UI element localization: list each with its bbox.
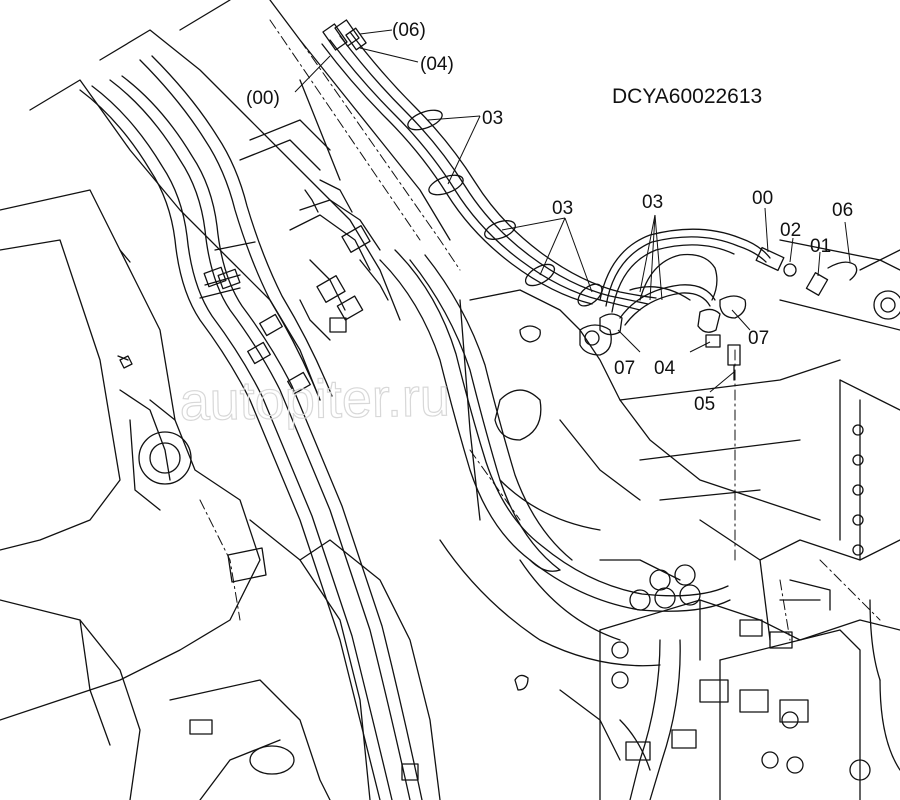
callout-01: 01 xyxy=(810,236,831,257)
callout-03-mid: 03 xyxy=(552,198,573,219)
tank-body xyxy=(439,289,841,667)
leader-lines xyxy=(294,29,851,393)
callout-06-paren: (06) xyxy=(392,20,426,41)
boom-hoses xyxy=(79,55,731,800)
callout-03-right: 03 xyxy=(642,192,663,213)
right-hose-loop xyxy=(599,228,858,381)
callout-02: 02 xyxy=(780,220,801,241)
control-valve-block xyxy=(559,239,900,800)
callout-04-paren: (04) xyxy=(420,54,454,75)
callout-04: 04 xyxy=(654,358,676,379)
callout-07-low: 07 xyxy=(614,358,635,379)
boom-frame xyxy=(0,0,451,800)
callout-00: 00 xyxy=(752,188,773,209)
watermark: autopiter.ru xyxy=(179,367,450,432)
drawing-code: DCYA60022613 xyxy=(612,85,762,108)
center-lines xyxy=(199,19,881,641)
callout-05: 05 xyxy=(694,394,715,415)
callout-06: 06 xyxy=(832,200,853,221)
callout-07-right: 07 xyxy=(748,328,769,349)
callout-00-paren: (00) xyxy=(246,88,280,109)
fitting-cluster xyxy=(214,119,389,341)
callout-03-top: 03 xyxy=(482,108,503,129)
